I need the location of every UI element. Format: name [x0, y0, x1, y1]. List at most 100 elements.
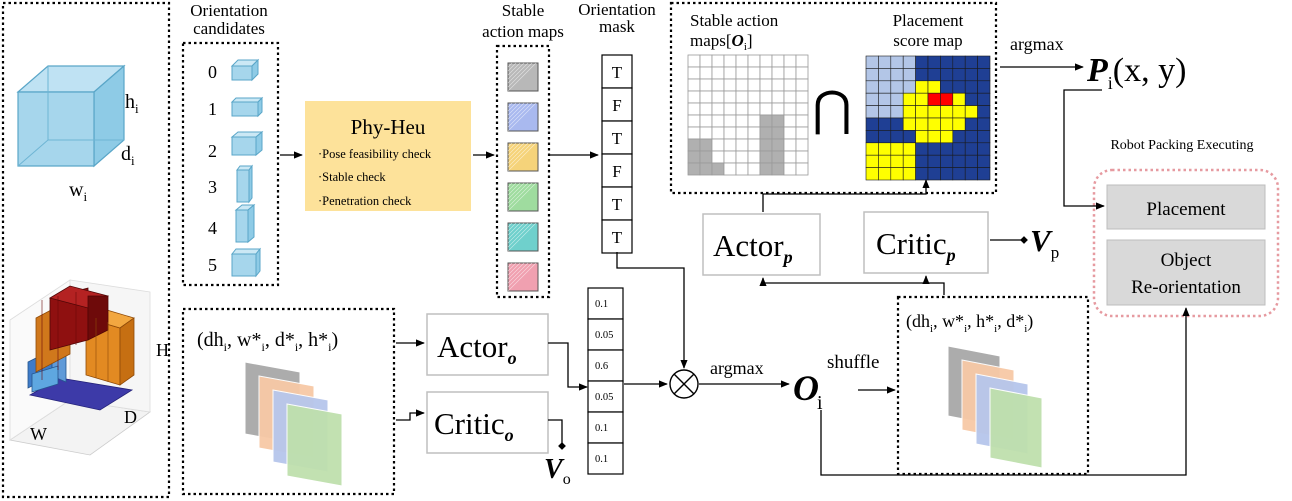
- arrow-actor-o-to-probs: [548, 342, 588, 391]
- prob-value-2: 0.6: [595, 361, 608, 372]
- position-output: Pi(x, y): [1086, 52, 1186, 93]
- prob-value-3: 0.05: [595, 392, 613, 403]
- features-right-panel: [896, 295, 1090, 476]
- stable-map-tile-1: [507, 102, 539, 132]
- orientation-icon-5: [230, 247, 262, 278]
- arrow-features-to-critic-o: [396, 409, 425, 421]
- actor-p-label: Actorp: [713, 228, 793, 267]
- shuffle-label: shuffle: [827, 352, 879, 373]
- features-left-text: (dhi, w*i, d*i, h*i): [197, 329, 338, 354]
- value-o: Vo: [544, 454, 571, 488]
- mask-title-line2: mask: [599, 17, 635, 36]
- prob-value-5: 0.1: [595, 454, 608, 465]
- packing-3d-plot: [8, 279, 152, 456]
- score-map-title-line1: Placement: [893, 11, 964, 30]
- stable-action-map-title-line2: maps[Oi]: [690, 31, 753, 53]
- argmax-top-label: argmax: [1010, 34, 1064, 54]
- plot-D-label: D: [124, 407, 137, 427]
- features-left-panel: [181, 307, 396, 496]
- w-label: wi: [69, 179, 87, 204]
- mask-value-3: F: [612, 162, 621, 181]
- orientation-icon-2: [230, 130, 264, 157]
- critic-p-box[interactable]: [863, 211, 989, 274]
- mask-value-5: T: [612, 228, 623, 247]
- stable-map-tile-5: [507, 262, 539, 292]
- mask-value-1: F: [612, 96, 621, 115]
- top-maps-panel: [669, 1, 998, 195]
- reorientation-label-line2: Re-orientation: [1131, 277, 1241, 298]
- orientation-icon-4: [234, 203, 256, 244]
- reorientation-label-line1: Object: [1161, 250, 1212, 271]
- argmax-mid-label: argmax: [710, 358, 764, 378]
- stable-map-tile-4: [507, 222, 539, 252]
- orientation-icons: [230, 58, 264, 278]
- orientation-title-line1: Orientation: [190, 1, 268, 20]
- prob-cell-5: [587, 442, 624, 475]
- probability-column: 0.10.050.60.050.10.1: [587, 287, 624, 475]
- mask-cell-3: [601, 153, 633, 188]
- prob-cell-1: [587, 318, 624, 351]
- arrow-mask-to-multiply: [616, 252, 688, 369]
- d-label: di: [121, 143, 135, 168]
- orientation-output: Oi: [793, 368, 823, 414]
- actor-o-box[interactable]: [426, 313, 549, 376]
- box-illustration: [16, 64, 126, 168]
- placement-box[interactable]: [1106, 184, 1266, 230]
- mask-cell-2: [601, 120, 633, 155]
- arrow-actor-p-to-score-map: [762, 179, 930, 212]
- intersection-symbol: ⋂: [812, 83, 851, 136]
- orientation-index-3: 3: [208, 177, 217, 197]
- mask-value-4: T: [612, 195, 623, 214]
- multiply-operator: [669, 369, 699, 399]
- orientation-icon-3: [236, 164, 253, 204]
- prob-value-4: 0.1: [595, 423, 608, 434]
- orientation-icon-0: [230, 58, 260, 82]
- arrow-features-to-actor-p: [759, 277, 945, 295]
- stable-map-tile-2: [507, 142, 539, 172]
- orientation-index-0: 0: [208, 62, 217, 82]
- orientation-candidates-panel: [181, 41, 280, 287]
- robot-title: Robot Packing Executing: [1110, 138, 1253, 153]
- orientation-index-2: 2: [208, 141, 217, 161]
- feature-layers-left: [244, 361, 343, 487]
- phyheu-title: Phy-Heu: [351, 115, 426, 139]
- mask-cell-1: [601, 87, 633, 122]
- feature-layers-right: [947, 345, 1043, 469]
- stable-maps-title-line2: action maps: [482, 22, 564, 41]
- critic-o-box[interactable]: [426, 391, 549, 454]
- critic-o-label: Critico: [434, 406, 514, 445]
- prob-cell-0: [587, 287, 624, 320]
- placement-label: Placement: [1146, 199, 1226, 220]
- layers-left-sheet-3: [286, 403, 343, 487]
- orientation-index-5: 5: [208, 255, 217, 275]
- stable-map-tile-3: [507, 182, 539, 212]
- plot-H-label: H: [156, 340, 169, 360]
- phyheu-box: [305, 101, 471, 211]
- reorientation-box[interactable]: [1106, 239, 1266, 306]
- score-map-title-line2: score map: [893, 31, 962, 50]
- stable-action-map-title-line1: Stable action: [690, 11, 779, 30]
- orientation-icon-1: [230, 96, 264, 118]
- placement-score-map-grid: [865, 55, 991, 181]
- stable-maps-panel: [495, 44, 551, 299]
- actor-p-box[interactable]: [702, 213, 821, 276]
- arrow-critic-o-to-value: [548, 419, 566, 450]
- phyheu-check-1: ·Stable check: [318, 170, 386, 184]
- layers-right-sheet-3: [989, 387, 1043, 469]
- value-p: Vp: [1030, 223, 1059, 262]
- robot-panel: [1092, 168, 1280, 318]
- orientation-index-1: 1: [208, 99, 217, 119]
- stable-action-map-grid: [687, 54, 809, 176]
- orientation-index-4: 4: [208, 218, 217, 238]
- mask-title-line1: Orientation: [578, 0, 656, 19]
- features-right-text: (dhi, w*i, h*i, d*i): [906, 311, 1033, 335]
- mask-value-2: T: [612, 129, 623, 148]
- prob-cell-2: [587, 349, 624, 382]
- orientation-title-line2: candidates: [193, 19, 265, 38]
- object-panel: [1, 1, 171, 499]
- stable-maps-group: [507, 62, 539, 292]
- mask-cell-4: [601, 186, 633, 221]
